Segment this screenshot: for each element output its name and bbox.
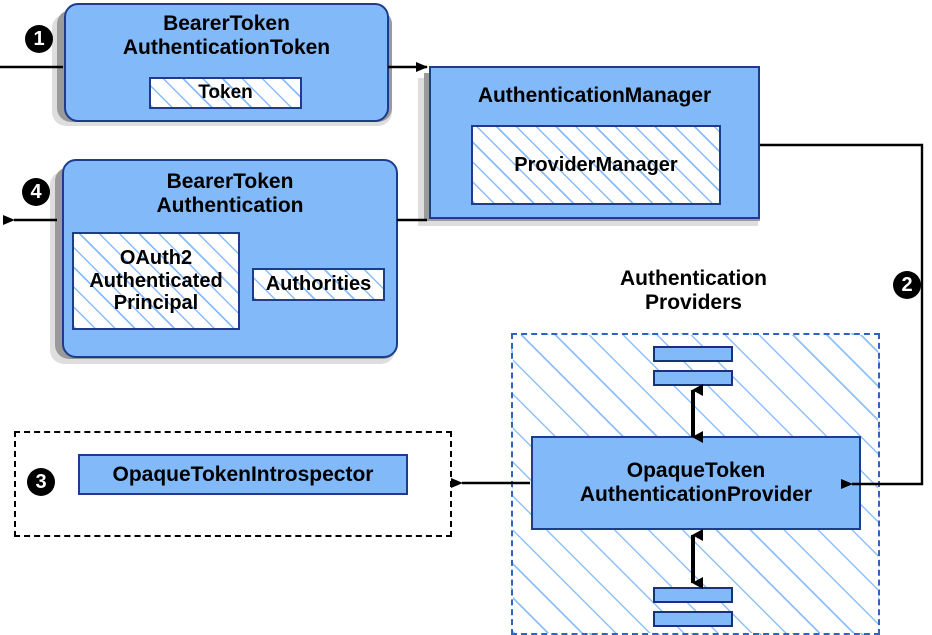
provider-stack-bottom-bar-1[interactable] bbox=[653, 587, 733, 603]
provider-manager-inner-box[interactable]: ProviderManager bbox=[471, 125, 721, 205]
bearer-token-authentication-token-title: BearerToken AuthenticationToken bbox=[122, 12, 331, 59]
authorities-inner-box[interactable]: Authorities bbox=[252, 268, 385, 301]
provider-stack-top-bar-2[interactable] bbox=[653, 370, 733, 386]
bearer-token-authentication-title: BearerToken Authentication bbox=[156, 170, 304, 217]
oauth2-authenticated-principal-inner-box[interactable]: OAuth2 Authenticated Principal bbox=[72, 232, 240, 330]
opaque-token-introspector-title: OpaqueTokenIntrospector bbox=[112, 462, 374, 486]
opaque-token-introspector-box[interactable]: OpaqueTokenIntrospector bbox=[78, 454, 408, 495]
provider-stack-top-bar-1[interactable] bbox=[653, 346, 733, 362]
authentication-providers-caption: Authentication Providers bbox=[620, 267, 767, 314]
token-inner-box[interactable]: Token bbox=[149, 77, 302, 109]
opaque-token-authentication-provider-title: OpaqueToken AuthenticationProvider bbox=[579, 459, 813, 506]
step-badge-3: 3 bbox=[27, 468, 55, 496]
provider-stack-bottom-bar-2[interactable] bbox=[653, 611, 733, 627]
step-badge-1: 1 bbox=[25, 25, 53, 53]
bearer-token-authentication-token-box[interactable]: BearerToken AuthenticationToken bbox=[64, 3, 389, 122]
authentication-manager-title: AuthenticationManager bbox=[477, 84, 712, 107]
step-badge-2: 2 bbox=[893, 271, 921, 299]
step-badge-4: 4 bbox=[22, 178, 50, 206]
opaque-token-authentication-provider-box[interactable]: OpaqueToken AuthenticationProvider bbox=[531, 436, 861, 530]
